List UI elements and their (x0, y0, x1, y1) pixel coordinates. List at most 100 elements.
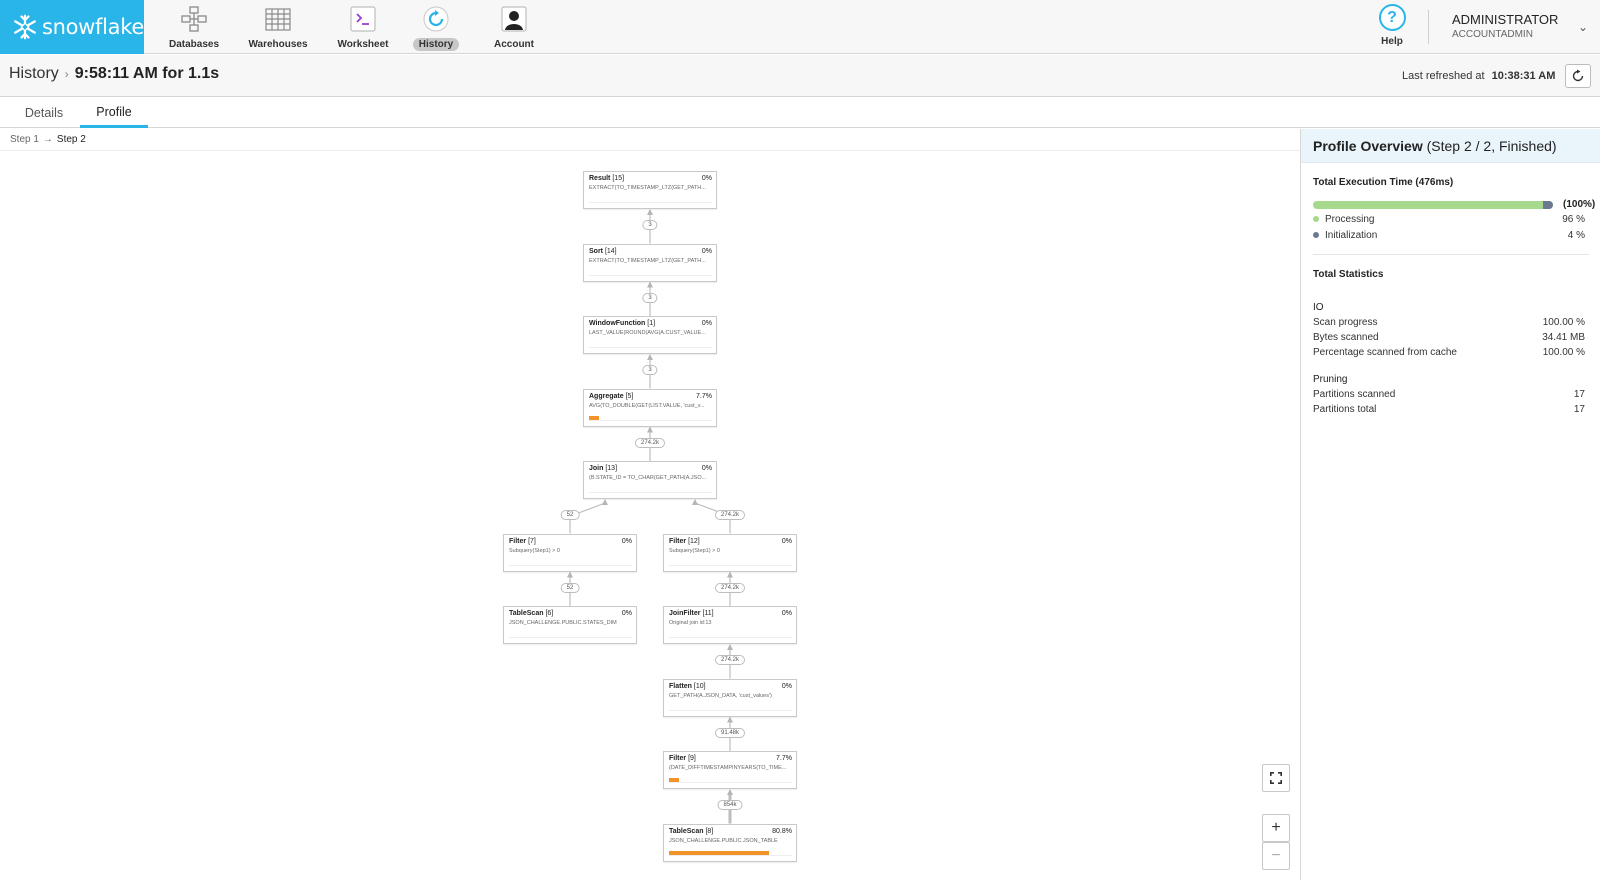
refresh-button[interactable] (1565, 64, 1591, 88)
edge-row-count: 52 (560, 582, 580, 593)
panel-title: Profile Overview (1313, 138, 1423, 154)
last-refreshed-time: 10:38:31 AM (1491, 70, 1556, 82)
node-percent: 0% (701, 465, 712, 472)
zoom-out-button[interactable]: − (1262, 842, 1290, 870)
edge-row-count: 3 (642, 220, 658, 231)
node-bar-track (589, 202, 712, 203)
node-operator-name: Filter (669, 755, 687, 762)
stat-value: 100.00 % (1542, 347, 1585, 358)
node-operator-name: Join (589, 465, 604, 472)
stat-value: 100.00 % (1542, 317, 1585, 328)
nav-label: History (412, 38, 460, 51)
processing-row: Processing 96 % (1313, 214, 1589, 225)
node-operator-name: TableScan (669, 827, 704, 835)
node-description: EXTRACT(TO_TIMESTAMP_LTZ(GET_PATH... (589, 185, 706, 191)
node-description: JSON_CHALLENGE.PUBLIC.JSON_TABLE (669, 837, 778, 844)
nav-account[interactable]: Account (490, 0, 538, 54)
tab-details[interactable]: Details (24, 106, 64, 120)
step-1-link[interactable]: Step 1 (10, 134, 39, 145)
node-percent: 0% (621, 610, 632, 617)
node-table-scan[interactable]: TableScan [8]80.8%JSON_CHALLENGE.PUBLIC.… (663, 823, 797, 862)
help-button[interactable]: ? Help (1372, 4, 1412, 47)
nav-divider (1428, 10, 1429, 44)
node-flatten[interactable]: Flatten [10]0%GET_PATH(A.JSON_DATA, 'cus… (663, 678, 797, 717)
node-bar-track (669, 782, 792, 783)
node-time-bar (589, 415, 599, 420)
node-description: GET_PATH(A.JSON_DATA, 'cust_values') (669, 692, 772, 699)
node-bar-track (669, 854, 792, 856)
nav-label: Databases (168, 39, 220, 50)
node-filter[interactable]: Filter [9]7.7%(DATE_DIFFTIMESTAMPINYEARS… (663, 751, 797, 789)
nav-history[interactable]: History (412, 0, 460, 54)
node-sort[interactable]: Sort [14]0% EXTRACT(TO_TIMESTAMP_LTZ(GET_… (583, 243, 717, 282)
nav-warehouses[interactable]: Warehouses (248, 0, 308, 54)
edge-row-count: 3 (642, 365, 658, 376)
processing-value: 96 % (1562, 214, 1585, 225)
node-table-scan[interactable]: TableScan [6]0%JSON_CHALLENGE.PUBLIC.STA… (503, 606, 637, 644)
node-header: Sort [14]0% (589, 248, 712, 255)
node-bar-track (509, 637, 632, 638)
node-bar-track (509, 564, 632, 566)
snowflake-logo[interactable]: snowflake (0, 0, 144, 54)
node-operator-id: [9] (688, 755, 696, 762)
edge-row-count: 52 (560, 510, 580, 521)
nav-worksheet[interactable]: Worksheet (336, 0, 390, 54)
node-operator: TableScan [6] (509, 610, 553, 617)
node-bar-track (589, 347, 712, 348)
execution-time-title: Total Execution Time (476ms) (1313, 177, 1454, 188)
node-bar-track (669, 564, 792, 566)
node-header: Aggregate [5]7.7% (589, 393, 712, 400)
node-operator-id: [12] (688, 537, 700, 545)
node-aggregate[interactable]: Aggregate [5]7.7%AVG(TO_DOUBLE(GET(LIST.… (583, 388, 717, 427)
node-filter[interactable]: Filter [12]0%Subquery(Step1) > 0 (663, 533, 797, 572)
arrow-right-icon: → (42, 134, 53, 145)
node-operator-name: Sort (589, 247, 603, 255)
edge-row-count: 854k (717, 800, 743, 811)
node-operator-name: WindowFunction (589, 320, 646, 327)
section-divider (1313, 254, 1589, 255)
nav-databases[interactable]: Databases (169, 0, 219, 54)
initialization-dot-icon (1313, 232, 1319, 239)
tab-bar: Details Profile (0, 98, 1600, 128)
node-percent: 0% (781, 610, 792, 617)
node-join[interactable]: Join [13]0%(B.STATE_ID = TO_CHAR(GET_PAT… (583, 461, 717, 499)
query-profile-graph[interactable]: + − Result [15]0%EXTRACT(TO_TIMESTAMP_LT… (0, 152, 1300, 880)
node-operator-id: [10] (693, 682, 706, 690)
zoom-in-button[interactable]: + (1262, 814, 1290, 842)
breadcrumb-history-link[interactable]: History (9, 65, 59, 82)
panel-title-status: (Step 2 / 2, Finished) (1426, 138, 1557, 154)
node-join-filter[interactable]: JoinFilter [11]0%Original join id:13 (663, 606, 797, 644)
node-header: Filter [12] 0% (669, 538, 792, 545)
node-operator: TableScan [8] (669, 828, 713, 835)
node-operator-name: JoinFilter (669, 610, 701, 617)
stat-value: 17 (1573, 389, 1585, 400)
node-operator-name: Result (589, 175, 611, 182)
node-header: WindowFunction [1]0% (589, 320, 712, 327)
node-window-function[interactable]: WindowFunction [1]0%LAST_VALUE(ROUND(AVG… (583, 316, 717, 354)
initialization-label: Initialization (1325, 230, 1378, 241)
user-menu[interactable]: ADMINISTRATOR ACCOUNTADMIN (1452, 12, 1558, 40)
node-percent: 0% (701, 175, 712, 182)
node-operator-id: [1] (647, 320, 656, 327)
last-refreshed-label: Last refreshed at (1402, 70, 1485, 82)
total-statistics-title: Total Statistics (1313, 269, 1384, 280)
fit-to-screen-button[interactable] (1262, 764, 1290, 792)
node-operator: Filter [12] (669, 538, 700, 545)
stat-value: 34.41 MB (1542, 332, 1585, 343)
node-operator: Filter [9] (669, 755, 696, 762)
history-icon (421, 4, 451, 34)
node-percent: 0% (781, 537, 792, 545)
edge-row-count: 274.2k (714, 510, 746, 521)
node-percent: 0% (621, 537, 632, 545)
node-bar-track (589, 419, 712, 421)
tab-profile[interactable]: Profile (80, 98, 148, 128)
edge-row-count: 274.2k (714, 582, 746, 593)
chevron-down-icon[interactable]: ⌄ (1578, 20, 1589, 34)
node-header: Filter [7]0% (509, 538, 632, 545)
node-result[interactable]: Result [15]0%EXTRACT(TO_TIMESTAMP_LTZ(GE… (583, 171, 717, 209)
node-filter[interactable]: Filter [7]0%Subquery(Step1) > 0 (503, 533, 637, 572)
node-bar-track (669, 637, 792, 638)
node-description: EXTRACT(TO_TIMESTAMP_LTZ(GET_PATH... (589, 257, 706, 264)
